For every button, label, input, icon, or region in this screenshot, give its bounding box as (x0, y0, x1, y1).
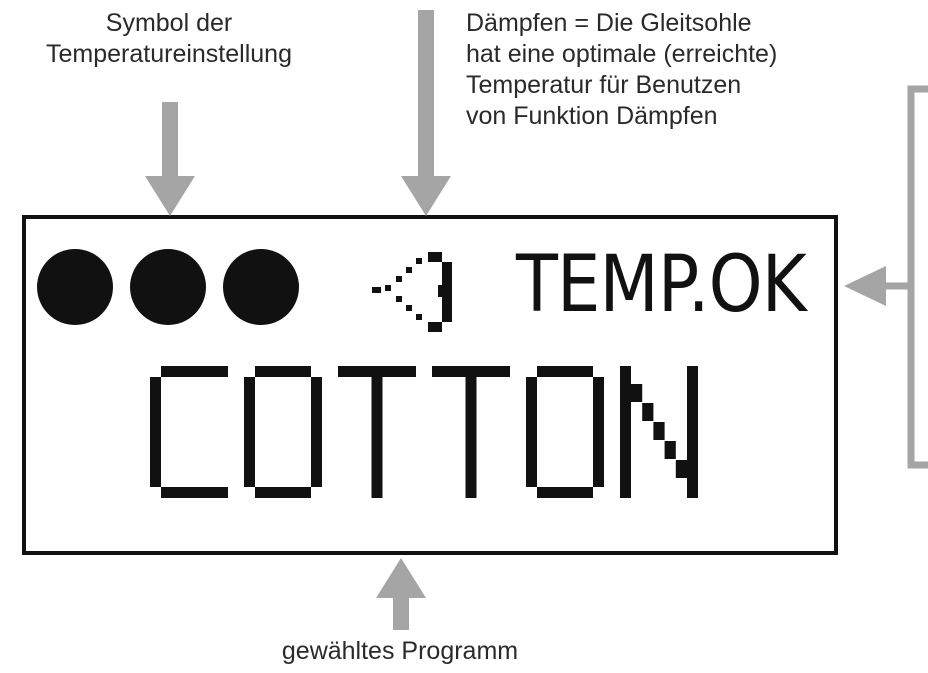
program-text (150, 366, 698, 498)
steam-ready-callout: Dämpfen = Die Gleitsohle hat eine optima… (466, 8, 926, 132)
temperature-dot-icon (223, 249, 299, 325)
temperature-dots (37, 249, 299, 325)
arrow-program (376, 558, 426, 630)
temp-status-text: TEMP.OK (516, 240, 807, 330)
callout-line: von Funktion Dämpfen (466, 102, 718, 130)
arrow-temp-ok (844, 266, 886, 306)
program-letter (432, 366, 510, 498)
program-letter (526, 366, 604, 498)
arrow-steam (401, 10, 451, 216)
program-letter (244, 366, 322, 498)
program-letter (338, 366, 416, 498)
program-letter (620, 366, 698, 498)
selected-program-callout: gewähltes Programm (281, 637, 519, 665)
bracket-temp-ok (880, 85, 928, 469)
callout-line: Symbol der (105, 9, 233, 37)
callout-line: Temperatur für Benutzen (466, 71, 742, 99)
callout-line: hat eine optimale (erreichte) (466, 40, 778, 68)
temperature-symbol-callout: Symbol der Temperatureinstellung (0, 8, 338, 70)
callout-line: Temperatureinstellung (46, 40, 292, 68)
steam-icon (372, 252, 452, 332)
arrow-temperature-symbol (145, 102, 195, 216)
temperature-dot-icon (37, 249, 113, 325)
callout-line: Dämpfen = Die Gleitsohle (466, 9, 752, 37)
program-letter (150, 366, 228, 498)
temperature-dot-icon (130, 249, 206, 325)
